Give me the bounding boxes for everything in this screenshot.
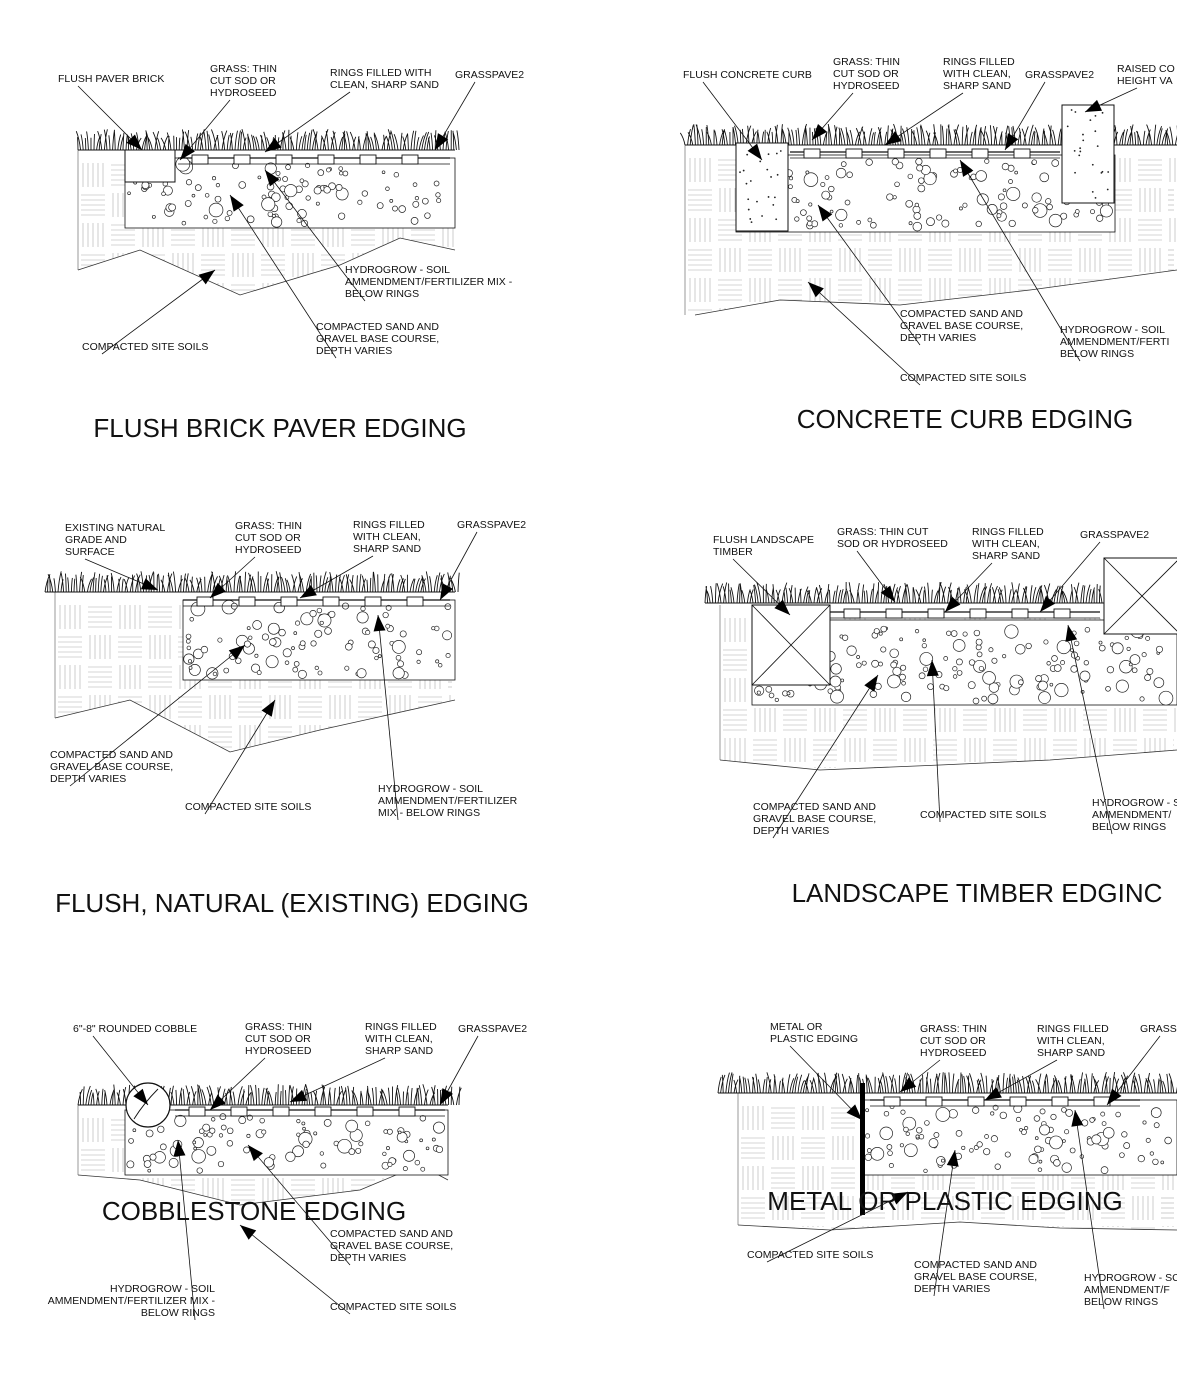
detail-title: METAL OR PLASTIC EDGING <box>767 1186 1122 1216</box>
callout-label-3: GRASSPAVE2 <box>1025 69 1094 81</box>
edge-element-brick <box>124 149 176 183</box>
soil-profile-line <box>737 1221 1177 1231</box>
callout-label-3: GRASSPAVE2 <box>455 69 524 81</box>
callout-label-3: GRASSPAVE2 <box>458 1023 527 1035</box>
edge-element-curb <box>735 104 1115 232</box>
grasspave-rings <box>830 608 1100 619</box>
grasspave-rings <box>183 596 450 607</box>
callout-label-6: COMPACTED SITE SOILS <box>82 341 208 353</box>
soil-profile-line <box>719 749 1177 771</box>
callout-label-4: COMPACTED SITE SOILS <box>747 1249 873 1261</box>
base-course <box>124 156 456 229</box>
callout-label-5: COMPACTED SITE SOILS <box>185 801 311 813</box>
grasspave-rings <box>790 148 1060 159</box>
base-course <box>735 154 1116 233</box>
soil-profile-line <box>694 269 1177 316</box>
soil-profile-line <box>77 237 456 296</box>
callout-label-5: COMPACTED SITE SOILS <box>920 809 1046 821</box>
callout-label-3: GRASSPAVE2 <box>457 519 526 531</box>
callout-label-3: GRASSPAVE2 <box>1080 529 1149 541</box>
callout-label-0: 6"-8" ROUNDED COBBLE <box>73 1023 197 1035</box>
callout-label-0: FLUSH CONCRETE CURB <box>683 69 812 81</box>
base-course <box>182 599 456 681</box>
detail-title: COBBLESTONE EDGING <box>102 1196 406 1226</box>
base-course <box>124 1109 449 1176</box>
base-course <box>861 1099 1177 1176</box>
grass-turf <box>44 571 460 593</box>
callout-label-6: COMPACTED SITE SOILS <box>330 1301 456 1313</box>
callout-label-3: GRASS <box>1140 1023 1177 1035</box>
edge-element-timber <box>751 557 1177 686</box>
callout-label-7: COMPACTED SITE SOILS <box>900 372 1026 384</box>
detail-title: CONCRETE CURB EDGING <box>797 404 1134 434</box>
soil-profile-line <box>54 699 456 753</box>
grass-turf <box>717 1071 1177 1094</box>
detail-title: FLUSH, NATURAL (EXISTING) EDGING <box>55 888 529 918</box>
grasspave-rings <box>870 1096 1140 1107</box>
detail-title: LANDSCAPE TIMBER EDGINC <box>792 878 1163 908</box>
compacted-site-soils-hatch <box>55 605 455 830</box>
grasspave-rings <box>175 1106 445 1117</box>
callout-label-0: FLUSH PAVER BRICK <box>58 73 164 85</box>
grasspave-rings <box>178 154 450 165</box>
detail-title: FLUSH BRICK PAVER EDGING <box>93 413 466 443</box>
edge-element-metal <box>860 1083 865 1215</box>
